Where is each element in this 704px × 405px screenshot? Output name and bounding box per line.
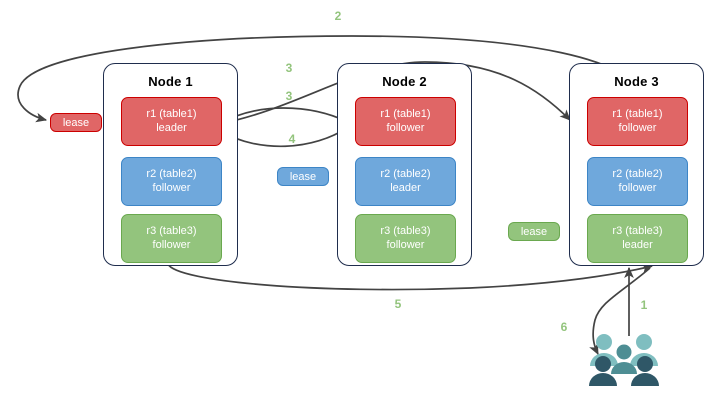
range-name: r3 (table3) [612,225,663,237]
step-label-3a: 3 [285,61,293,75]
range-name: r2 (table2) [612,168,663,180]
step-label-6: 6 [560,320,568,334]
range-name: r1 (table1) [146,108,197,120]
edge-step-3-to-node2 [218,107,349,125]
step-label-4: 4 [288,132,296,146]
range-node2-r1[interactable]: r1 (table1) follower [355,97,456,146]
people-middle-figure [611,344,637,374]
range-node2-r3[interactable]: r3 (table3) follower [355,214,456,263]
node-box-node2[interactable]: Node 2 r1 (table1) follower r2 (table2) … [337,63,472,266]
range-node3-r3[interactable]: r3 (table3) leader [587,214,688,263]
range-name: r2 (table2) [380,168,431,180]
range-role: follower [618,121,657,134]
node-box-node3[interactable]: Node 3 r1 (table1) follower r2 (table2) … [569,63,704,266]
step-label-1: 1 [640,298,648,312]
lease-badge-r1[interactable]: lease [50,113,102,132]
range-role: follower [618,181,657,194]
people-group-icon [589,334,659,386]
step-label-2: 2 [334,9,342,23]
node-title-node2: Node 2 [382,74,427,89]
step-label-5: 5 [394,297,402,311]
client-people-group [588,332,660,386]
range-role: leader [390,181,421,194]
range-node1-r1[interactable]: r1 (table1) leader [121,97,222,146]
lease-badge-r3[interactable]: lease [508,222,560,241]
lease-badge-r2[interactable]: lease [277,167,329,186]
range-name: r3 (table3) [380,225,431,237]
range-role: leader [622,238,653,251]
range-role: follower [386,238,425,251]
range-name: r3 (table3) [146,225,197,237]
people-front-row [589,356,659,386]
range-name: r2 (table2) [146,168,197,180]
range-role: leader [156,121,187,134]
range-node3-r1[interactable]: r1 (table1) follower [587,97,688,146]
range-role: follower [386,121,425,134]
range-node2-r2[interactable]: r2 (table2) leader [355,157,456,206]
node-title-node1: Node 1 [148,74,193,89]
range-node1-r2[interactable]: r2 (table2) follower [121,157,222,206]
range-name: r1 (table1) [380,108,431,120]
node-title-node3: Node 3 [614,74,659,89]
node-box-node1[interactable]: Node 1 r1 (table1) leader r2 (table2) fo… [103,63,238,266]
range-name: r1 (table1) [612,108,663,120]
edge-step-5 [167,263,654,291]
range-role: follower [152,181,191,194]
step-label-3b: 3 [285,89,293,103]
range-node3-r2[interactable]: r2 (table2) follower [587,157,688,206]
range-node1-r3[interactable]: r3 (table3) follower [121,214,222,263]
range-role: follower [152,238,191,251]
